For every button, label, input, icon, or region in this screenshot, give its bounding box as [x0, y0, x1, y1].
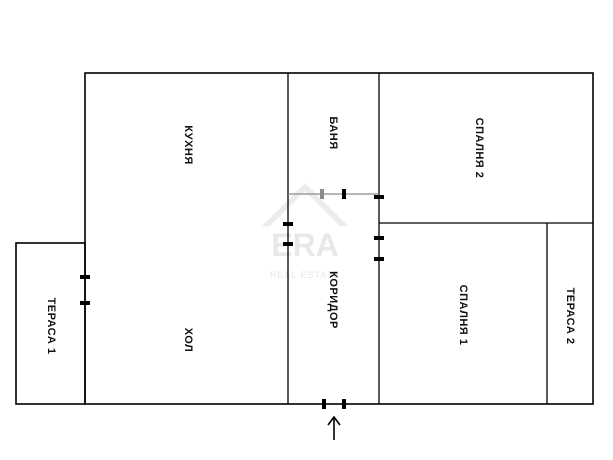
room-label-terrace1: ТЕРАСА 1 — [45, 298, 57, 355]
door-kitchen-corridor-top — [283, 222, 293, 226]
door-bedroom1-top — [374, 236, 384, 240]
room-label-bedroom2: СПАЛНЯ 2 — [473, 118, 485, 179]
main-block-wall — [84, 72, 594, 405]
entrance-arrow-icon — [327, 415, 341, 440]
terrace1-wall — [15, 242, 86, 405]
era-watermark: ERA REAL ESTATE — [262, 183, 348, 280]
era-logo-roof-icon — [262, 183, 348, 226]
room-label-corridor: КОРИДОР — [327, 271, 339, 329]
watermark-brand: ERA — [271, 227, 339, 263]
door-entrance-right — [342, 399, 346, 409]
door-terrace1-top — [80, 275, 90, 279]
door-terrace1-bottom — [80, 301, 90, 305]
door-bathroom-left — [320, 189, 324, 199]
room-label-bedroom1: СПАЛНЯ 1 — [457, 285, 469, 346]
room-label-kitchen: КУХНЯ — [182, 125, 194, 165]
watermark-tagline: REAL ESTATE — [270, 270, 340, 280]
room-labels: КУХНЯ ХОЛ БАНЯ КОРИДОР СПАЛНЯ 2 СПАЛНЯ 1… — [45, 116, 576, 354]
door-bedroom1-bottom — [374, 257, 384, 261]
door-bathroom-right — [342, 189, 346, 199]
door-entrance-left — [322, 399, 326, 409]
door-markers — [80, 189, 384, 409]
door-kitchen-corridor-bottom — [283, 242, 293, 246]
door-bedroom2-top — [374, 195, 384, 199]
room-label-bathroom: БАНЯ — [327, 116, 339, 149]
outer-walls — [15, 72, 594, 405]
room-label-living: ХОЛ — [182, 328, 194, 353]
room-label-terrace2: ТЕРАСА 2 — [564, 288, 576, 345]
